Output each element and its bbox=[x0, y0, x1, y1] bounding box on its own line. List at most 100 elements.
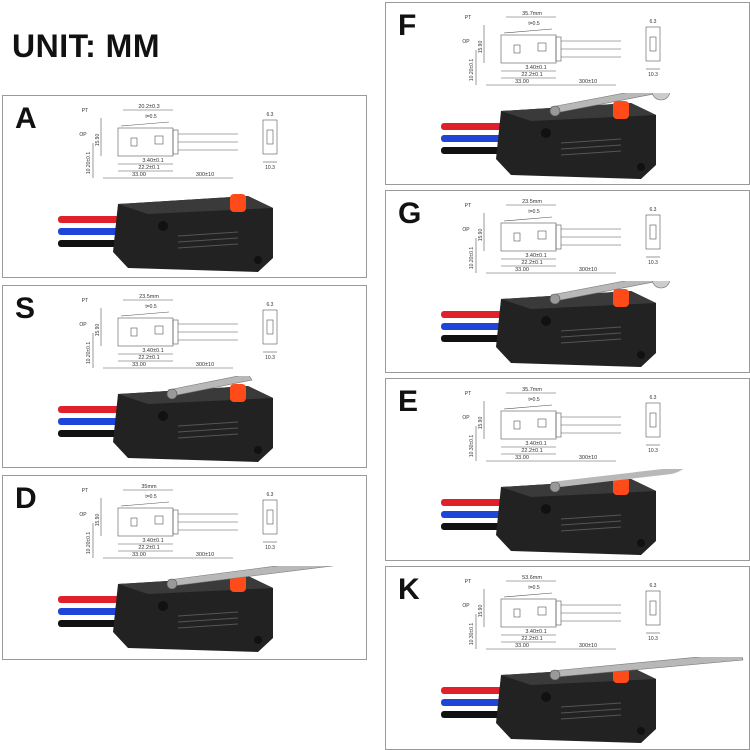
mount-hole bbox=[130, 327, 138, 337]
dim-side-w-label: 10.3 bbox=[648, 636, 658, 642]
drawing-lines bbox=[475, 16, 661, 86]
dim-op-label: 15.90 bbox=[478, 229, 484, 242]
body-marking-3 bbox=[560, 338, 622, 344]
mount-hole-left bbox=[541, 692, 551, 702]
dim-d1-label: 3.40±0.1 bbox=[142, 538, 163, 544]
panel-letter: K bbox=[398, 573, 420, 606]
switch-body bbox=[113, 386, 273, 462]
dim-cable-label: 300±10 bbox=[579, 455, 597, 461]
button-outline bbox=[537, 418, 547, 428]
switch-outline bbox=[500, 222, 557, 252]
dim-side-t-label: 6.3 bbox=[267, 302, 274, 308]
dim-top-label: 35.7mm bbox=[522, 11, 542, 17]
cable-exit bbox=[555, 36, 562, 62]
body-marking-2 bbox=[560, 144, 622, 150]
dim-cable-label: 300±10 bbox=[196, 172, 214, 178]
mount-hole-right bbox=[637, 727, 645, 735]
button-outline bbox=[154, 135, 164, 145]
mount-hole-right bbox=[637, 351, 645, 359]
mount-hole-left bbox=[541, 504, 551, 514]
switch-body bbox=[113, 196, 273, 272]
side-view-slot bbox=[266, 319, 274, 335]
dim-h-label: 10.30±0.1 bbox=[469, 435, 475, 457]
cable-exit bbox=[172, 509, 179, 535]
dim-d2-label: 22.2±0.1 bbox=[521, 260, 542, 266]
mount-hole bbox=[513, 420, 521, 430]
body-marking-2 bbox=[177, 617, 239, 623]
dim-side-w-label: 10.3 bbox=[648, 260, 658, 266]
lever-line bbox=[503, 216, 553, 222]
button-outline bbox=[537, 606, 547, 616]
side-view-slot bbox=[649, 600, 657, 616]
switch-body bbox=[496, 479, 656, 555]
dim-op-label: 15.90 bbox=[478, 417, 484, 430]
dim-cable-label: 300±10 bbox=[196, 362, 214, 368]
dim-d3-label: 33.00 bbox=[515, 643, 529, 649]
dim-d3-label: 33.00 bbox=[132, 362, 146, 368]
dim-top-label: 35mm bbox=[141, 484, 157, 490]
body-marking-3 bbox=[177, 623, 239, 629]
body-marking-1 bbox=[177, 231, 239, 237]
switch-outline bbox=[117, 317, 174, 347]
body-marking-1 bbox=[177, 421, 239, 427]
pt-tag: PT bbox=[465, 391, 471, 397]
dim-h-label: 10.30±0.1 bbox=[469, 623, 475, 645]
mount-hole-right bbox=[254, 256, 262, 264]
dim-d2-label: 22.2±0.1 bbox=[521, 448, 542, 454]
dim-cable-label: 300±10 bbox=[579, 267, 597, 273]
dim-d1-label: 3.40±0.1 bbox=[142, 348, 163, 354]
body-marking-2 bbox=[560, 332, 622, 338]
side-view bbox=[645, 214, 661, 250]
dim-side-t-label: 6.3 bbox=[267, 492, 274, 498]
drawing-lines bbox=[92, 109, 278, 179]
dim-h-label: 10.20±0.1 bbox=[469, 59, 475, 81]
switch-outline bbox=[500, 410, 557, 440]
dim-d3-label: 33.00 bbox=[132, 172, 146, 178]
dim-cable-label: 300±10 bbox=[579, 79, 597, 85]
drawing-lines bbox=[475, 580, 661, 650]
dim-top-label: 53.6mm bbox=[522, 575, 542, 581]
pt-tag: PT bbox=[82, 108, 88, 114]
side-view-slot bbox=[266, 509, 274, 525]
actuator-button bbox=[230, 194, 246, 212]
drawing-lines bbox=[475, 392, 661, 462]
dim-op-label: 15.90 bbox=[95, 134, 101, 147]
body-marking-1 bbox=[560, 138, 622, 144]
dim-side-w-label: 10.3 bbox=[265, 355, 275, 361]
drawing-lines bbox=[475, 204, 661, 274]
drawing-lines bbox=[92, 489, 278, 559]
dim-d2-label: 22.2±0.1 bbox=[138, 355, 159, 361]
lever-line bbox=[120, 311, 170, 317]
cable-exit bbox=[555, 600, 562, 626]
thickness-label: t=0.5 bbox=[528, 21, 539, 27]
roller bbox=[651, 93, 671, 101]
product-photo bbox=[441, 657, 744, 743]
body-marking-3 bbox=[560, 150, 622, 156]
body-marking-3 bbox=[560, 526, 622, 532]
mount-hole-right bbox=[637, 539, 645, 547]
switch-outline bbox=[117, 507, 174, 537]
dim-op-label: 15.90 bbox=[95, 514, 101, 527]
lever-line bbox=[503, 28, 553, 34]
mount-hole bbox=[130, 137, 138, 147]
side-view-slot bbox=[649, 36, 657, 52]
dim-d2-label: 22.2±0.1 bbox=[521, 636, 542, 642]
side-view bbox=[645, 402, 661, 438]
roller bbox=[651, 281, 671, 289]
dim-d2-label: 22.2±0.1 bbox=[521, 72, 542, 78]
body-marking-3 bbox=[560, 714, 622, 720]
dim-d2-label: 22.2±0.1 bbox=[138, 545, 159, 551]
op-tag: OP bbox=[79, 132, 87, 138]
pt-tag: PT bbox=[82, 488, 88, 494]
body-marking-1 bbox=[560, 702, 622, 708]
dim-d1-label: 3.40±0.1 bbox=[525, 629, 546, 635]
dim-h-label: 10.20±0.1 bbox=[86, 152, 92, 174]
